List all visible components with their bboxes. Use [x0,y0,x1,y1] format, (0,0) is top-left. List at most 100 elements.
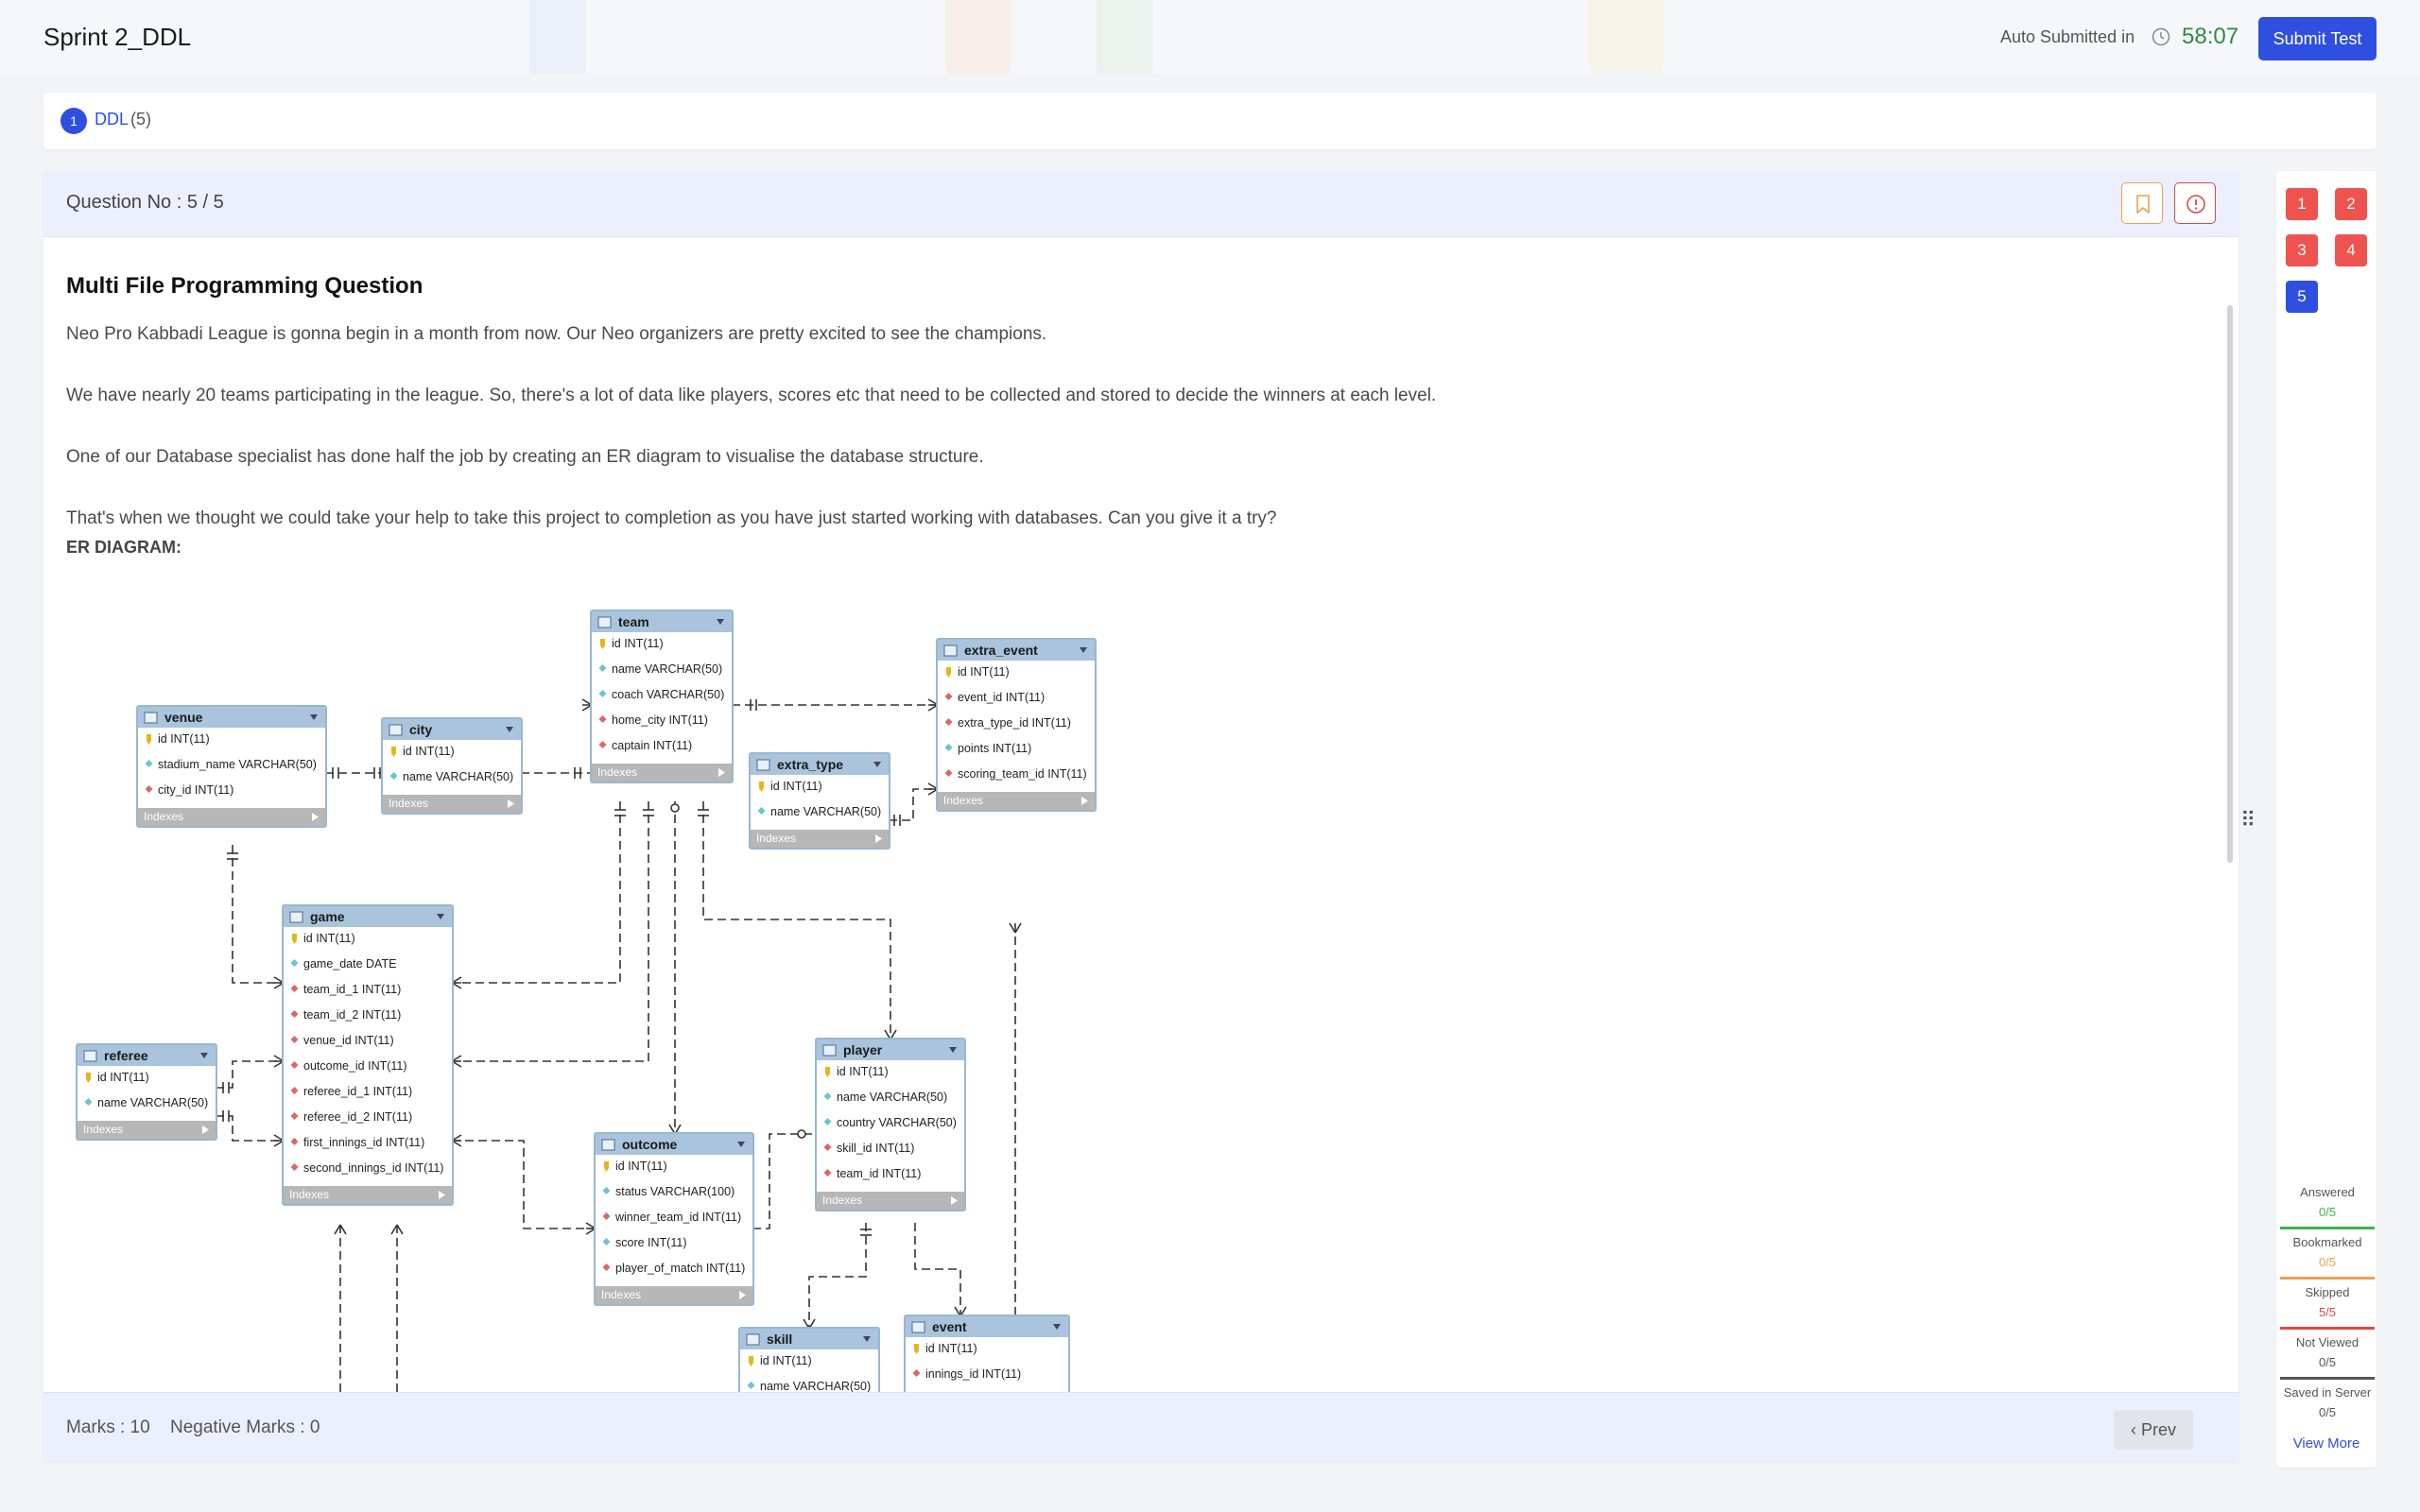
prev-label: Prev [2141,1420,2177,1439]
section-tab-ddl[interactable]: DDL [95,110,130,129]
er-table-title: event [932,1319,967,1334]
er-column: first_innings_id INT(11) [303,1136,424,1149]
stat-answered: Answered 0/5 [2280,1179,2375,1229]
palette-question-4[interactable]: 4 [2335,234,2367,266]
foreign-key-icon [290,1138,299,1145]
er-table-title: referee [104,1048,148,1063]
report-button[interactable] [2174,182,2216,224]
er-table-referee: referee id INT(11) name VARCHAR(50) Indexes [76,1043,217,1141]
stat-saved-in-server: Saved in Server 0/5 [2283,1385,2372,1419]
er-column: id INT(11) [925,1342,977,1355]
palette-question-5[interactable]: 5 [2286,281,2318,313]
er-table-title: skill [767,1332,792,1347]
column-icon [757,807,766,815]
section-tabs: 1 DDL (5) [43,93,2377,149]
er-column: scoring_team_id INT(11) [958,767,1087,781]
prev-button[interactable]: ‹ Prev [2114,1410,2193,1450]
palette-question-2[interactable]: 2 [2335,188,2367,220]
foreign-key-icon [290,1036,299,1043]
er-column: extra_type_id INT(11) [958,716,1071,730]
er-column: id INT(11) [612,637,664,650]
play-right-icon [439,1191,445,1199]
play-right-icon [1081,797,1088,805]
er-table-title: extra_event [964,643,1038,658]
column-icon [389,772,398,780]
er-column: points INT(11) [958,742,1031,755]
chevron-down-icon [873,762,881,767]
stat-not-viewed: Not Viewed 0/5 [2280,1330,2375,1380]
primary-key-icon [914,1344,919,1354]
relationship-line [216,1115,284,1142]
indexes-label: Indexes [144,810,183,823]
er-table-title: outcome [622,1137,678,1152]
view-more-link[interactable]: View More [2292,1435,2360,1452]
foreign-key-icon [823,1143,832,1151]
er-column: stadium_name VARCHAR(50) [158,758,317,771]
palette-question-3[interactable]: 3 [2286,234,2318,266]
play-right-icon [951,1196,958,1205]
drag-handle-icon[interactable]: ⠿ [2240,808,2256,832]
question-palette: 1 2 3 4 5 Answered 0/5 Bookmarked 0/5 Sk… [2276,171,2377,1468]
column-icon [944,744,953,751]
play-right-icon [202,1125,209,1134]
primary-key-icon [391,747,396,757]
table-icon [756,759,770,771]
er-column: id INT(11) [97,1071,149,1084]
indexes-label: Indexes [83,1123,123,1136]
bookmark-button[interactable] [2121,182,2163,224]
play-right-icon [718,768,725,777]
column-icon [145,760,153,767]
er-column: id INT(11) [403,745,455,758]
er-column: outcome_id INT(11) [303,1059,407,1073]
question-paragraph: That's when we thought we could take you… [66,508,1277,528]
alert-icon [2187,195,2205,214]
er-table-title: venue [164,710,203,725]
negative-marks-value: Negative Marks : 0 [170,1418,320,1437]
column-icon [602,1187,611,1194]
foreign-key-icon [290,985,299,992]
stat-bookmarked: Bookmarked 0/5 [2280,1229,2375,1280]
chevron-down-icon [200,1053,208,1058]
chevron-down-icon [949,1047,957,1053]
er-column: name VARCHAR(50) [97,1096,208,1109]
er-column: venue_id INT(11) [303,1034,394,1047]
er-column: id INT(11) [760,1354,812,1367]
er-column: country VARCHAR(50) [837,1116,957,1129]
er-column: id INT(11) [303,932,355,945]
submit-test-button[interactable]: Submit Test [2258,17,2377,60]
primary-key-icon [292,934,297,944]
er-column: referee_id_2 INT(11) [303,1110,412,1124]
er-column: name VARCHAR(50) [760,1380,871,1392]
question-body: Multi File Programming Question Neo Pro … [43,237,2238,1392]
relationship-line [889,788,938,821]
primary-key-icon [600,639,605,649]
foreign-key-icon [290,1010,299,1018]
optional-mark [670,803,680,813]
er-table-title: game [310,909,345,924]
foreign-key-icon [290,1087,299,1094]
indexes-label: Indexes [943,794,983,807]
question-scrollbar[interactable] [2227,305,2233,863]
table-icon [746,1333,760,1346]
palette-question-1[interactable]: 1 [2286,188,2318,220]
er-column: team_id_1 INT(11) [303,983,401,996]
table-icon [943,644,958,657]
er-column: event_id INT(11) [958,691,1045,704]
primary-key-icon [86,1073,91,1083]
column-icon [84,1098,93,1106]
primary-key-icon [749,1356,753,1366]
er-column: id INT(11) [158,732,210,746]
er-column: city_id INT(11) [158,783,233,797]
chevron-down-icon [310,714,318,720]
er-column: home_city INT(11) [612,713,708,727]
er-diagram-label: ER DIAGRAM: [66,538,182,557]
er-column: id INT(11) [958,665,1010,679]
er-column: name VARCHAR(50) [837,1091,947,1104]
optional-mark [797,1129,806,1139]
